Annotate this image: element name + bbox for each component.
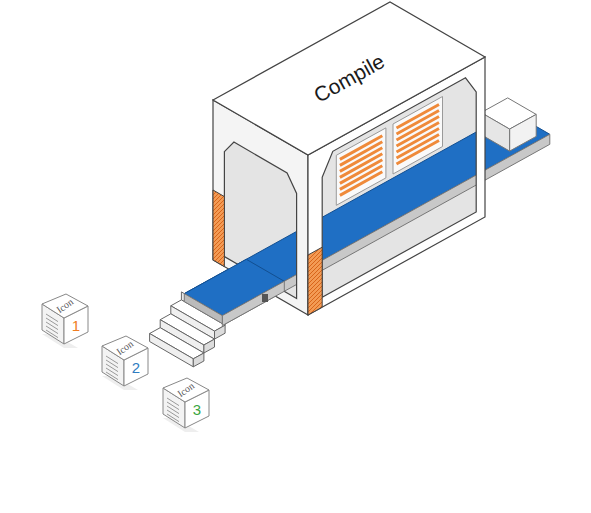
output-box-side bbox=[510, 114, 537, 151]
step-side bbox=[215, 325, 226, 339]
icon-cube: Icon1 bbox=[38, 292, 92, 348]
cube-number: 2 bbox=[132, 360, 140, 375]
machine-roof: Compile bbox=[213, 2, 485, 155]
cube-top-face bbox=[42, 294, 88, 318]
icon-cube: Icon3 bbox=[159, 376, 213, 432]
conveyor-leg bbox=[262, 294, 268, 302]
cube-top-face bbox=[102, 336, 148, 360]
cube-top-face bbox=[163, 378, 209, 402]
step-side bbox=[204, 339, 215, 353]
conveyor-end bbox=[184, 294, 222, 324]
roof-face bbox=[213, 2, 485, 155]
icon-cube: Icon2 bbox=[98, 334, 152, 390]
orange-slats bbox=[340, 136, 382, 196]
conveyor-side bbox=[222, 281, 284, 325]
cube-number: 3 bbox=[193, 402, 201, 417]
step-side bbox=[193, 353, 204, 367]
document-lines bbox=[46, 314, 58, 338]
cube-number: 1 bbox=[72, 318, 80, 333]
document-lines bbox=[167, 398, 179, 422]
document-lines bbox=[106, 356, 118, 380]
orange-hatch-band bbox=[213, 190, 224, 267]
step-front bbox=[150, 334, 194, 367]
orange-slats bbox=[397, 105, 440, 165]
orange-hatch-band bbox=[308, 247, 322, 315]
